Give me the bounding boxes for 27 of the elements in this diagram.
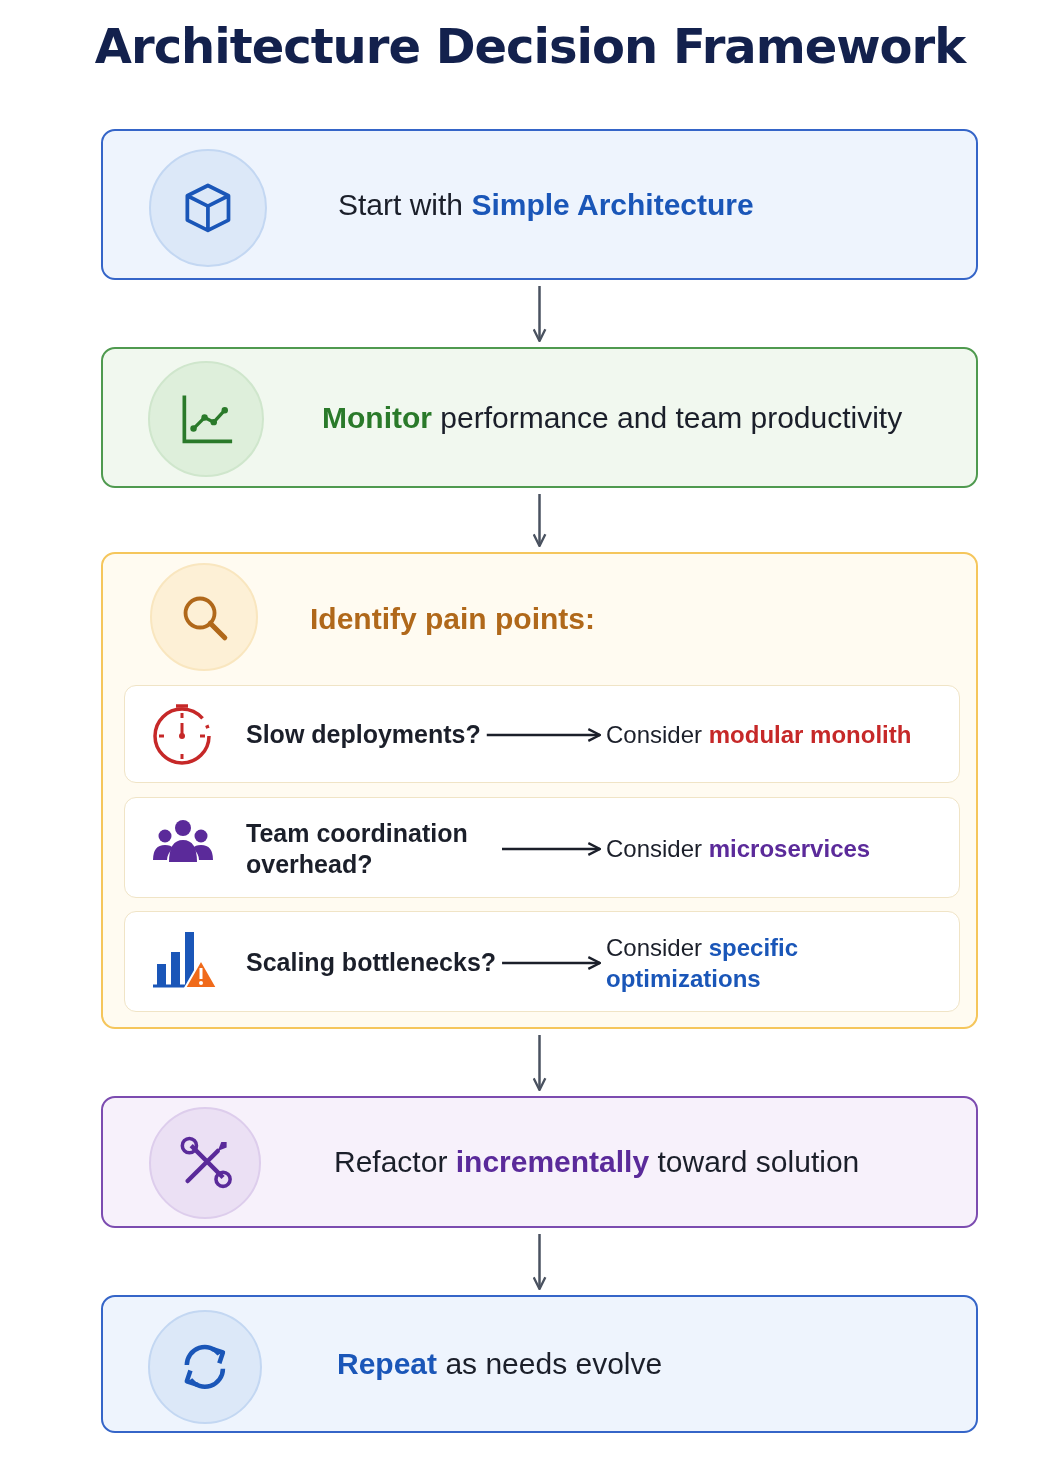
recommendation-text: Consider specific optimizations bbox=[606, 925, 836, 1001]
section-heading: Identify pain points: bbox=[310, 601, 595, 637]
arrow bbox=[502, 842, 602, 856]
arrow bbox=[486, 728, 602, 742]
question-text: Team coordination overhead? bbox=[246, 811, 496, 887]
arrow bbox=[502, 956, 602, 970]
step-text: Start with Simple Architecture bbox=[338, 186, 754, 223]
item-card bbox=[124, 911, 960, 1012]
question-text: Slow deployments? bbox=[246, 703, 536, 767]
step-text: Repeat as needs evolve bbox=[337, 1346, 663, 1382]
arrow bbox=[532, 1234, 547, 1291]
title: Architecture Decision Framework bbox=[93, 18, 968, 74]
recommendation-text: Consider microservices bbox=[606, 811, 951, 887]
item-card bbox=[124, 685, 960, 783]
arrow bbox=[532, 494, 547, 548]
step-box bbox=[101, 1096, 978, 1228]
step-box bbox=[101, 1295, 978, 1433]
recommendation-text: Consider modular monolith bbox=[606, 703, 951, 767]
step-box bbox=[101, 552, 978, 1029]
item-card bbox=[124, 797, 960, 898]
step-box bbox=[101, 347, 978, 488]
step-box bbox=[101, 129, 978, 280]
step-text: Monitor performance and team productivity bbox=[322, 399, 903, 436]
question-text: Scaling bottlenecks? bbox=[246, 925, 536, 1001]
arrow bbox=[532, 286, 547, 343]
step-text: Refactor incrementally toward solution bbox=[334, 1144, 860, 1180]
arrow bbox=[532, 1035, 547, 1092]
